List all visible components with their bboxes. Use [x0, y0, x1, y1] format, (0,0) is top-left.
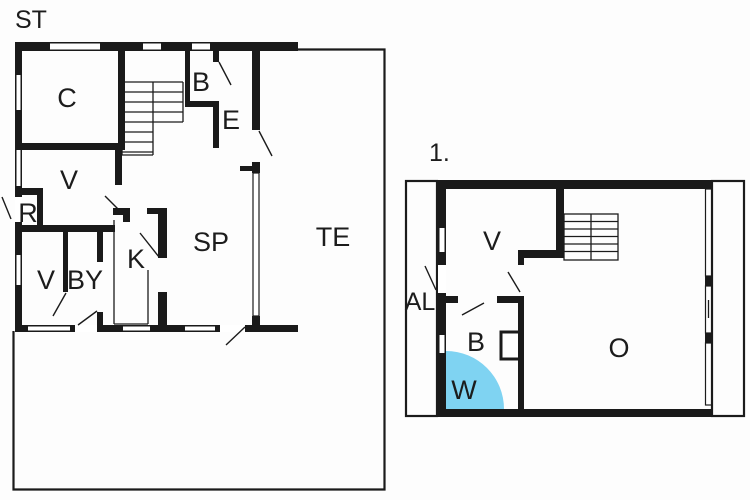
window-left-3	[16, 255, 21, 285]
room-label-b-first: B	[467, 327, 485, 357]
room-label-b-ground: B	[192, 67, 210, 97]
wall-corner-block-v	[123, 208, 130, 222]
room-label-v-upper: V	[60, 165, 78, 195]
wall-v-right	[115, 150, 122, 185]
glass-right-1	[704, 188, 713, 277]
wall-v-r-bottom	[15, 225, 115, 232]
window-bottom-3	[185, 326, 215, 331]
door-opening-r	[15, 197, 22, 222]
room-label-o: O	[608, 333, 629, 363]
room-label-al: AL	[405, 288, 436, 316]
wall-by-right-upper	[97, 232, 103, 262]
door-swing-v-o	[507, 271, 521, 293]
first-floor-plan: 1.	[404, 139, 746, 418]
balcony-outline-left	[404, 179, 439, 418]
wall-k-sp-upper	[158, 208, 167, 258]
wall-b-bottom	[185, 101, 218, 107]
room-label-te: TE	[316, 222, 351, 252]
stair-treads-lower	[122, 131, 153, 153]
room-label-sp: SP	[193, 227, 229, 257]
door-swing-k	[139, 232, 160, 258]
door-swing-hall	[104, 195, 123, 214]
window-left-first-2	[439, 335, 445, 353]
balcony-outline-right	[710, 179, 746, 418]
wall-under-stairs	[520, 250, 564, 258]
openings-first	[438, 228, 446, 353]
window-left-first-1	[439, 228, 445, 252]
walls-first	[438, 180, 712, 417]
door-swings-ground	[1, 61, 273, 346]
wall-b-left	[185, 51, 190, 103]
toilet-icon	[499, 330, 518, 361]
door-swing-sp-terrace	[225, 326, 246, 346]
wall-b-right-stub	[213, 51, 219, 62]
wall-glass-flange	[240, 166, 252, 171]
wall-glass-cap1	[252, 162, 260, 173]
wall-corner-block-h	[113, 208, 130, 215]
wall-bottom	[15, 325, 298, 332]
stairs-first	[563, 213, 619, 261]
openings-ground	[15, 43, 245, 332]
shower-icon	[446, 351, 504, 409]
kitchen-counter	[113, 220, 149, 325]
wall-glass-upper	[252, 51, 260, 130]
window-top-2	[143, 43, 161, 50]
door-swing-e-terrace	[258, 130, 273, 157]
wall-bottom-first	[438, 409, 712, 417]
window-left-2	[16, 150, 21, 186]
window-top-1	[50, 43, 100, 50]
room-label-v-lower: V	[37, 265, 55, 295]
wall-hall-seg2	[497, 296, 524, 303]
glass-wall-sp-te	[252, 172, 260, 317]
wall-right-mullion-2	[705, 333, 712, 343]
door-opening-al	[438, 265, 446, 293]
wall-v-right-first	[556, 189, 564, 258]
door-swing-by-out	[77, 310, 98, 326]
wall-right-mullion-1	[705, 276, 712, 286]
door-swings-first	[424, 265, 521, 316]
stairs-ground	[121, 81, 184, 156]
wall-e	[213, 101, 219, 148]
door-swing-al	[424, 265, 437, 291]
wall-v-by-divider	[63, 232, 68, 292]
door-swing-v-by	[52, 292, 67, 317]
wall-hall-seg1	[446, 296, 458, 303]
wall-r-top	[22, 188, 43, 195]
room-label-k: K	[127, 244, 145, 274]
glass-right-3	[704, 342, 713, 406]
door-swing-r-out	[1, 196, 12, 220]
ground-floor-plan: ST	[1, 6, 386, 491]
plan-title-first: 1.	[429, 139, 450, 167]
room-label-by: BY	[67, 265, 103, 295]
terrace-outline	[12, 48, 386, 491]
room-label-v-first: V	[483, 226, 501, 256]
wall-glass-cap2	[252, 316, 260, 328]
door-opening-by	[75, 325, 97, 332]
wall-v-o-stub	[518, 250, 524, 265]
window-left-1	[16, 75, 21, 110]
plan-title-ground: ST	[15, 6, 47, 34]
glass-facade-right	[704, 188, 713, 406]
room-label-r: R	[18, 198, 38, 228]
wall-k-flange	[147, 208, 166, 214]
door-swing-b	[218, 61, 232, 86]
wall-left	[15, 42, 22, 332]
stair-frame	[121, 82, 184, 156]
door-swing-b-first	[461, 302, 485, 316]
wall-bw-right	[518, 296, 524, 409]
room-label-w: W	[451, 375, 477, 405]
wall-k-sp-lower	[158, 292, 167, 325]
window-bottom-1	[28, 326, 70, 331]
wall-top-first	[438, 180, 712, 189]
wall-c-v	[15, 143, 125, 150]
room-label-c: C	[57, 83, 77, 113]
window-bottom-2	[123, 326, 150, 331]
door-opening-sp-terrace	[220, 325, 245, 332]
wall-left-first	[438, 180, 446, 417]
wall-by-right-lower	[97, 312, 103, 325]
window-top-3	[192, 43, 210, 50]
wall-r-right	[37, 188, 43, 232]
room-label-e: E	[222, 105, 240, 135]
